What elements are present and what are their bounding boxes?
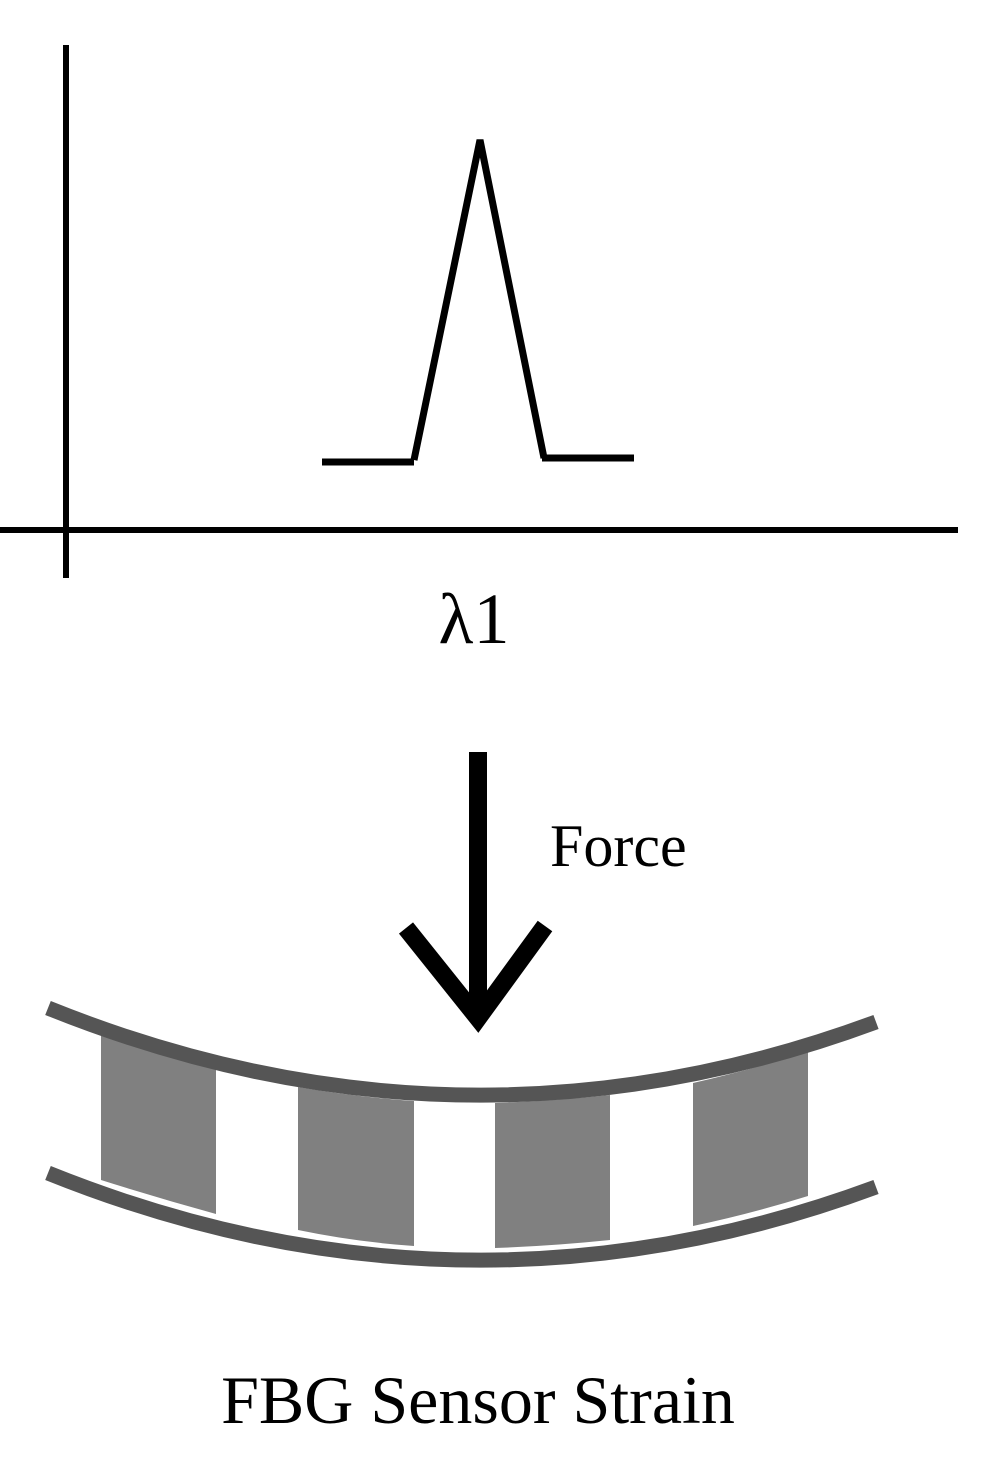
grating-segment	[495, 1095, 610, 1248]
grating-segment	[693, 1052, 808, 1226]
force-arrow-head	[398, 920, 553, 1033]
fiber-bottom-edge	[45, 1166, 879, 1268]
grating-segment	[101, 1034, 216, 1214]
diagram-caption: FBG Sensor Strain	[221, 1362, 735, 1438]
spectrum-plot: λ1	[0, 45, 958, 659]
bent-fiber	[45, 1001, 879, 1268]
peak-wavelength-label: λ1	[439, 579, 510, 659]
fiber-top-edge	[45, 1001, 879, 1103]
force-arrow: Force	[398, 752, 687, 1033]
reflection-peak	[410, 139, 548, 461]
grating-segment	[298, 1087, 414, 1246]
force-label: Force	[550, 813, 687, 879]
